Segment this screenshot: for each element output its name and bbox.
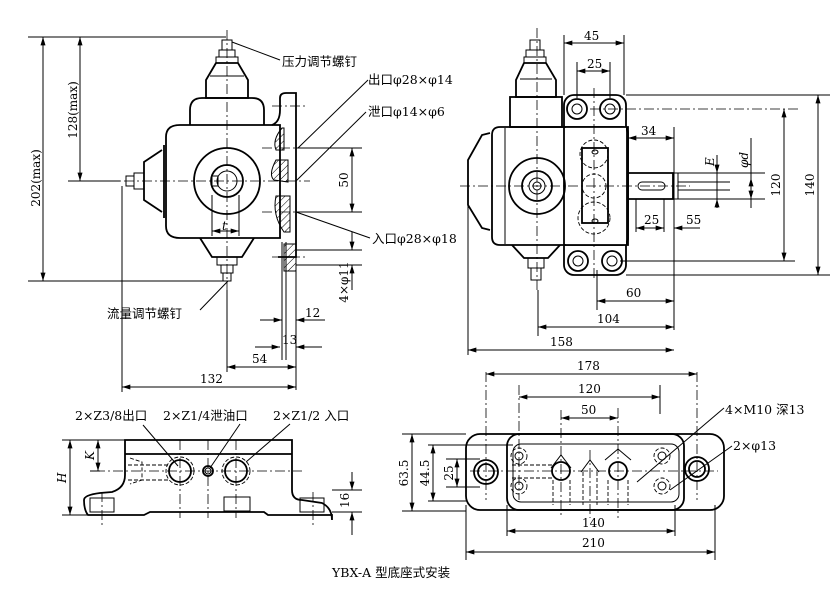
- dim-44-5: 44.5: [418, 460, 432, 487]
- label-base-drain: 2×Z1/4泄油口: [163, 408, 248, 423]
- dim-25-top: 25: [587, 57, 602, 71]
- dim-50: 50: [337, 172, 351, 187]
- label-inlet: 入口φ28×φ18: [372, 231, 457, 246]
- dim-H: H: [55, 472, 69, 484]
- label-flow-screw: 流量调节螺钉: [107, 306, 183, 321]
- dim-55: 55: [686, 213, 701, 227]
- front-view: t 压力调节螺钉 出口φ28×φ14 泄口φ14×φ6 入口φ28×φ18 流量…: [28, 30, 457, 392]
- dim-K: K: [83, 450, 97, 461]
- dim-phi-d: φd: [737, 152, 751, 168]
- dim-60: 60: [626, 286, 641, 300]
- dim-178: 178: [577, 359, 600, 373]
- label-tapped-holes: 4×M10 深13: [725, 402, 805, 417]
- dim-16: 16: [338, 493, 352, 508]
- dim-120-base: 120: [578, 382, 601, 396]
- dim-25-shaft: 25: [644, 213, 659, 227]
- label-outlet: 出口φ28×φ14: [368, 72, 453, 87]
- dim-key-t: t: [222, 219, 227, 233]
- dim-202max: 202(max): [29, 149, 43, 207]
- dim-158: 158: [550, 335, 573, 349]
- base-top-view: 178 120 50 63.5 44.5 25 140 210 4×M10 深1…: [397, 359, 805, 560]
- dim-50-base: 50: [581, 403, 596, 417]
- dim-210: 210: [582, 536, 605, 550]
- label-pressure-screw: 压力调节螺钉: [282, 54, 358, 69]
- dim-45: 45: [584, 29, 599, 43]
- dim-4x-phi11: 4×φ11: [337, 261, 351, 302]
- base-front-view: 2×Z3/8出口 2×Z1/4泄油口 2×Z1/2 入口 H K 16: [55, 408, 362, 535]
- label-drain: 泄口φ14×φ6: [368, 104, 445, 119]
- dim-54: 54: [252, 352, 268, 366]
- dim-140: 140: [803, 174, 817, 197]
- dim-132: 132: [200, 372, 223, 386]
- dim-12: 12: [305, 306, 320, 320]
- label-base-outlet: 2×Z3/8出口: [75, 408, 147, 423]
- dim-34: 34: [641, 124, 657, 138]
- label-base-holes: 2×φ13: [733, 438, 776, 453]
- dim-140-base: 140: [582, 516, 605, 530]
- dim-E: E: [703, 157, 717, 167]
- figure-caption: YBX-A 型底座式安装: [331, 565, 450, 580]
- dim-63-5: 63.5: [397, 460, 411, 487]
- dim-25-base: 25: [442, 465, 456, 480]
- dim-120: 120: [769, 174, 783, 197]
- dim-128max: 128(max): [66, 81, 80, 139]
- label-base-inlet: 2×Z1/2 入口: [273, 408, 349, 423]
- side-view: 45 25 34 E φd 120 140 25 55 6: [460, 28, 830, 355]
- dim-104: 104: [597, 312, 620, 326]
- dim-13: 13: [282, 333, 297, 347]
